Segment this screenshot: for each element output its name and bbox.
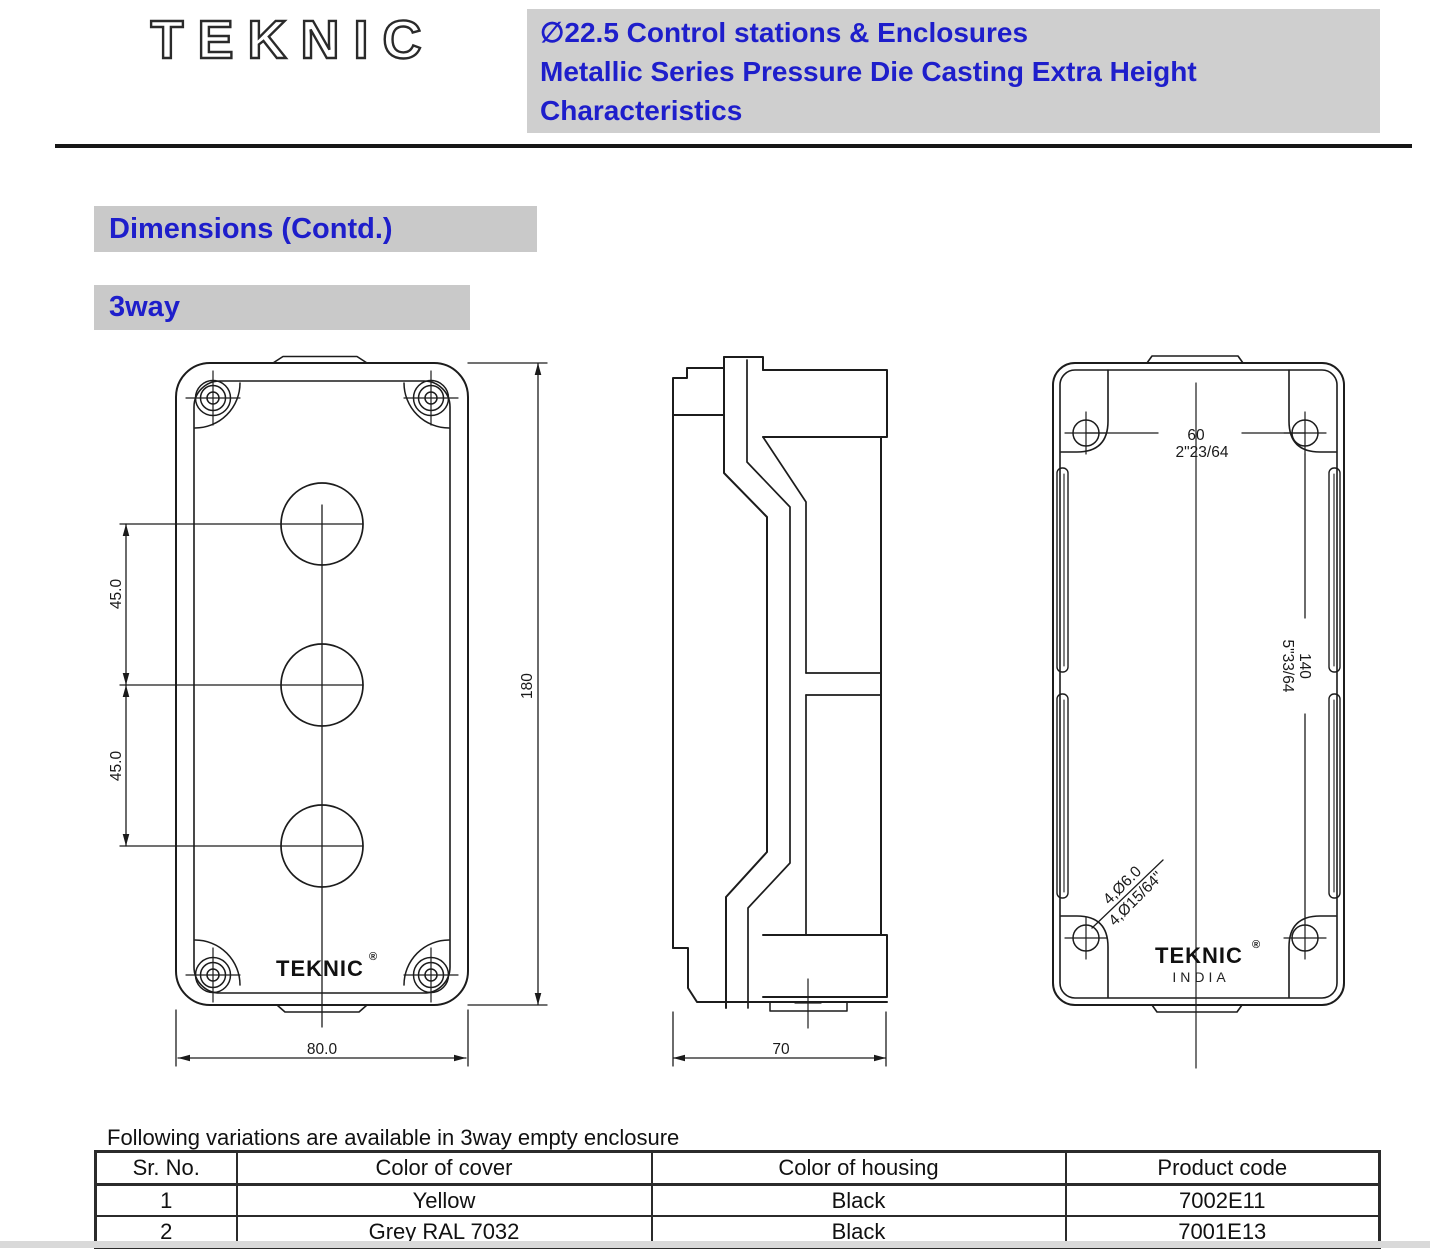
teknic-logo-text: TEKNIC xyxy=(151,10,436,70)
page-title: ∅22.5 Control stations & Enclosures Meta… xyxy=(527,9,1380,133)
back-inner-outline xyxy=(1059,369,1338,999)
table-row: 1 Yellow Black 7002E11 xyxy=(94,1183,1381,1217)
col-header-color-of-cover: Color of cover xyxy=(235,1150,653,1186)
dim-back-hole-span-in-label: 2"23/64 xyxy=(1176,444,1229,461)
front-corner-screws xyxy=(185,370,459,1003)
side-cover-profile-inner xyxy=(746,359,791,1009)
header-rule xyxy=(55,144,1412,148)
side-housing-top-block xyxy=(762,369,888,438)
screw-top-right xyxy=(403,370,459,426)
table-header-row: Sr. No. Color of cover Color of housing … xyxy=(94,1150,1381,1186)
section-heading-dimensions: Dimensions (Contd.) xyxy=(94,206,537,252)
teknic-logo: TEKNIC xyxy=(149,9,436,71)
dim-side-depth: 70 xyxy=(672,1011,887,1067)
front-top-tab xyxy=(272,355,368,364)
page-bottom-strip xyxy=(0,1241,1430,1248)
front-hole-centerlines xyxy=(119,523,364,847)
variations-intro-text: Following variations are available in 3w… xyxy=(107,1125,680,1150)
col-header-color-of-housing: Color of housing xyxy=(650,1150,1067,1186)
cell-color-of-housing: Black xyxy=(650,1183,1067,1217)
dim-back-mount-holes: 4,Ø6.0 4,Ø15/64" xyxy=(1091,859,1167,930)
front-view: 45.0 45.0 180 80.0 xyxy=(108,355,548,1067)
col-header-product-code: Product code xyxy=(1064,1150,1381,1186)
side-bottom-centerline xyxy=(794,978,822,1029)
side-view: 70 xyxy=(672,356,888,1067)
dim-side-depth-label: 70 xyxy=(772,1041,790,1058)
dim-front-height: 180 xyxy=(467,362,548,1006)
dim-back-hole-span-mm-label: 60 xyxy=(1187,427,1205,444)
side-top-tab xyxy=(723,356,764,371)
back-brand-label: TEKNIC xyxy=(1155,943,1243,968)
front-corner-pads xyxy=(194,382,450,986)
col-header-sr-no: Sr. No. xyxy=(94,1150,238,1186)
side-housing-bottom-block xyxy=(762,934,888,998)
back-view: 60 2"23/64 140 5"33/64 4,Ø6.0 4,Ø15/64" xyxy=(1052,355,1345,1069)
side-cover-profile-outer xyxy=(723,356,768,1009)
back-corner-pads xyxy=(1060,369,1337,998)
mount-hole-bottom-left xyxy=(1064,916,1108,960)
side-cover-profile-deep xyxy=(762,436,807,936)
screw-bottom-left xyxy=(185,947,241,1003)
back-bottom-tab xyxy=(1151,1004,1243,1013)
mount-hole-bottom-right xyxy=(1283,916,1327,960)
back-top-tab xyxy=(1146,355,1244,364)
back-brand-registered-mark: ® xyxy=(1252,939,1260,951)
back-outer-outline xyxy=(1052,362,1345,1006)
side-cover-face xyxy=(672,367,725,949)
dim-front-width: 80.0 xyxy=(175,1009,469,1067)
screw-bottom-right xyxy=(403,947,459,1003)
page-title-line-2: Metallic Series Pressure Die Casting Ext… xyxy=(540,56,1197,87)
page-title-line-1: ∅22.5 Control stations & Enclosures xyxy=(540,17,1029,48)
front-brand-label: TEKNIC xyxy=(276,956,364,981)
dim-hole-spacing: 45.0 45.0 xyxy=(108,523,130,847)
variations-table: Sr. No. Color of cover Color of housing … xyxy=(94,1150,1381,1249)
page-title-line-3: Characteristics xyxy=(540,95,743,126)
technical-drawing: 45.0 45.0 180 80.0 xyxy=(108,355,1345,1069)
cell-color-of-cover: Yellow xyxy=(235,1183,653,1217)
dim-back-hole-span: 60 2"23/64 xyxy=(1085,427,1306,461)
dim-back-hole-pitch-mm-label: 140 xyxy=(1296,653,1313,679)
screw-top-left xyxy=(185,370,241,426)
dim-back-hole-pitch-in-label: 5"33/64 xyxy=(1279,640,1296,693)
dim-hole-spacing-top-label: 45.0 xyxy=(108,579,125,610)
side-parting-lines xyxy=(805,672,882,696)
dim-hole-spacing-bottom-label: 45.0 xyxy=(108,751,125,782)
back-brand-country-label: INDIA xyxy=(1172,969,1229,985)
dim-front-height-label: 180 xyxy=(519,673,536,699)
front-brand-registered-mark: ® xyxy=(369,951,377,963)
dim-front-width-label: 80.0 xyxy=(307,1041,338,1058)
back-side-slots xyxy=(1056,467,1341,899)
section-heading-3way: 3way xyxy=(94,285,470,330)
cell-product-code: 7002E11 xyxy=(1064,1183,1381,1217)
side-bottom-steps xyxy=(672,947,888,1003)
dim-back-hole-pitch: 140 5"33/64 xyxy=(1279,453,1313,918)
cell-sr-no: 1 xyxy=(94,1183,238,1217)
